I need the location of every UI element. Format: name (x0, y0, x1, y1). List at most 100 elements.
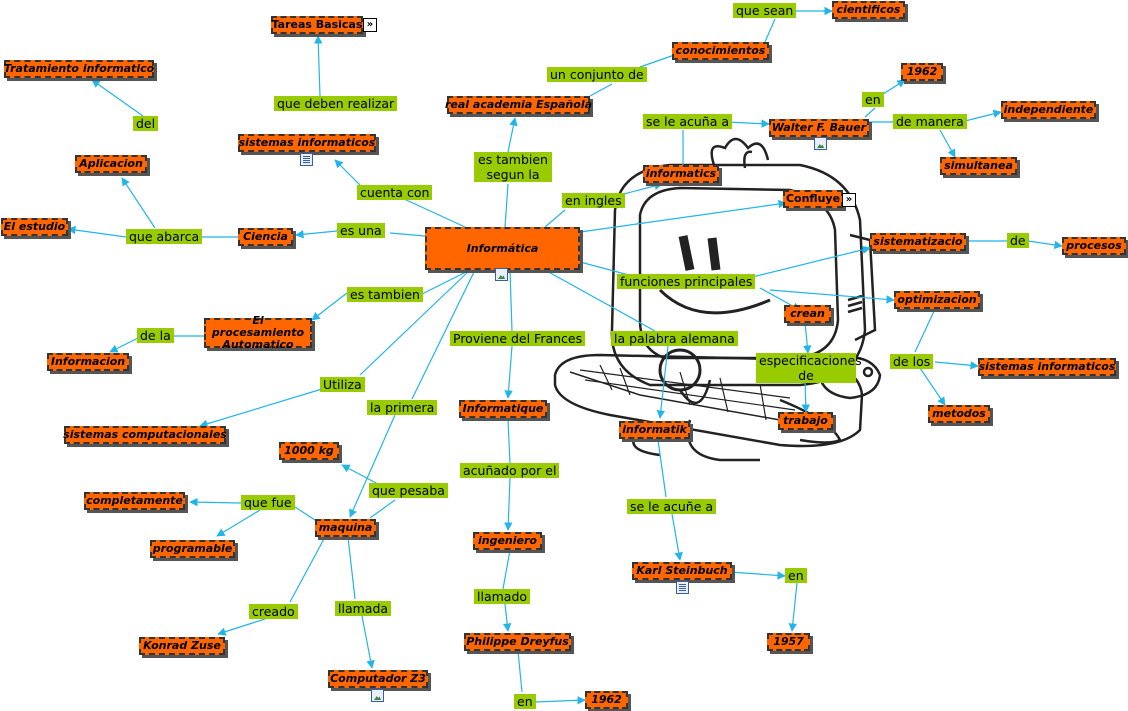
concept-procesos[interactable]: procesos (1062, 237, 1126, 255)
image-resource-icon[interactable] (814, 137, 827, 150)
concept-informatik[interactable]: informatik (619, 421, 690, 439)
phrase-de-los[interactable]: de los (890, 354, 934, 369)
concept-ingeniero[interactable]: ingeniero (473, 532, 542, 550)
phrase-que-deben-realizar[interactable]: que deben realizar (274, 96, 398, 111)
phrase-proviene-del-frances[interactable]: Proviene del Frances (450, 331, 586, 346)
concept-informatique[interactable]: Informatique (459, 400, 547, 418)
phrase-de-la[interactable]: de la (137, 328, 174, 343)
concept-programable[interactable]: programable (150, 540, 235, 558)
link-line (369, 499, 396, 519)
phrase-que-sean[interactable]: que sean (733, 3, 797, 18)
phrase-en-walter[interactable]: en (862, 92, 884, 107)
concept-conocimientos[interactable]: conocimientos (672, 42, 769, 60)
phrase-es-una[interactable]: es una (337, 223, 385, 238)
phrase-es-tambien-segun-la[interactable]: es tambien segun la (474, 152, 552, 182)
link-line (334, 159, 361, 186)
phrase-funciones-principales[interactable]: funciones principales (617, 274, 756, 289)
link-line (504, 183, 509, 228)
link-line (544, 269, 656, 332)
concept-1000kg[interactable]: 1000 kg (279, 442, 339, 460)
concept-el-estudio[interactable]: El estudio (1, 218, 68, 236)
concept-independiente[interactable]: independiente (1001, 101, 1096, 119)
link-line (579, 199, 787, 233)
concept-ciencia[interactable]: Ciencia (238, 228, 293, 246)
concept-optimizacion[interactable]: optimizacion (894, 291, 980, 309)
concept-metodos[interactable]: metodos (928, 405, 990, 423)
phrase-es-tambien[interactable]: es tambien (347, 287, 423, 302)
concept-simultanea[interactable]: simultanea (940, 157, 1017, 175)
concept-procesamiento-automatico[interactable]: El procesamiento Automatico (204, 315, 312, 351)
submap-expand-icon[interactable]: » (842, 193, 856, 207)
phrase-en-ingles[interactable]: en ingles (562, 193, 625, 208)
concept-tratamiento-informatico[interactable]: Tratamiento informatico (4, 60, 154, 78)
phrase-un-conjunto-de[interactable]: un conjunto de (547, 67, 647, 82)
concept-sistemas-computacionales[interactable]: sistemas computacionales (63, 426, 227, 444)
phrase-que-fue[interactable]: que fue (241, 495, 295, 510)
phrase-la-palabra-alemana[interactable]: la palabra alemana (611, 331, 738, 346)
image-resource-icon[interactable] (371, 689, 384, 702)
link-line (502, 549, 511, 590)
phrase-cuenta-con[interactable]: cuenta con (357, 185, 433, 200)
link-line (534, 696, 586, 705)
document-resource-icon[interactable] (676, 581, 689, 594)
link-line (589, 83, 613, 97)
phrase-se-le-acuna-a-top[interactable]: se le acuña a (643, 114, 732, 129)
image-resource-icon[interactable] (495, 268, 508, 281)
concept-cientificos[interactable]: cientificos (832, 1, 905, 19)
link-line (109, 336, 141, 353)
phrase-de-manera[interactable]: de manera (893, 114, 967, 129)
phrase-acunado-por-el[interactable]: acuñado por el (460, 463, 560, 478)
link-line (295, 230, 338, 239)
phrase-que-abarca[interactable]: que abarca (126, 229, 203, 244)
phrase-que-pesaba[interactable]: que pesaba (369, 483, 448, 498)
concept-karl-steinbuch[interactable]: Karl Steinbuch (632, 562, 732, 580)
link-line (939, 129, 956, 158)
concept-trabajo[interactable]: trabajo (778, 412, 833, 430)
concept-completamente[interactable]: completamente (84, 492, 185, 510)
link-line (216, 509, 261, 537)
concept-maquina[interactable]: maquina (315, 519, 376, 537)
concept-tareas-basicas[interactable]: Tareas Basicas (271, 16, 363, 34)
link-line (359, 269, 471, 376)
link-line (389, 232, 426, 237)
concept-real-academia[interactable]: real academia Española (445, 96, 592, 114)
phrase-la-primera[interactable]: la primera (367, 400, 438, 415)
link-line (189, 497, 242, 507)
concept-sistematizacio[interactable]: sistematizacio (870, 233, 966, 251)
concept-computador-z3[interactable]: Computador Z3 (328, 670, 428, 688)
phrase-en-karl[interactable]: en (785, 568, 807, 583)
concept-walter-bauer[interactable]: Walter F. Bauer (769, 119, 869, 137)
concept-1957[interactable]: 1957 (767, 633, 810, 651)
concept-1962-top[interactable]: 1962 (901, 63, 943, 81)
concept-konrad-zuse[interactable]: Konrad Zuse (139, 637, 225, 655)
concept-crean[interactable]: crean (784, 305, 831, 323)
phrase-del[interactable]: del (133, 116, 159, 131)
concept-informatics[interactable]: informatics (643, 165, 719, 183)
phrase-llamado[interactable]: llamado (474, 589, 531, 604)
concept-informatica[interactable]: Informática (425, 227, 580, 270)
concept-informacion[interactable]: Informacion (47, 353, 129, 371)
phrase-especificaciones-de[interactable]: especificaciones de (756, 353, 862, 383)
link-line (347, 536, 356, 600)
phrase-utiliza[interactable]: Utiliza (320, 377, 365, 392)
concept-aplicacion[interactable]: Aplicacion (75, 155, 147, 173)
submap-expand-icon[interactable]: » (363, 18, 377, 32)
link-line (964, 109, 1002, 122)
link-line (199, 388, 323, 428)
concept-confluye[interactable]: Confluye (783, 190, 843, 208)
document-resource-icon[interactable] (300, 153, 313, 166)
phrase-llamada[interactable]: llamada (335, 601, 392, 616)
concept-philippe-dreyfus[interactable]: Philippe Dreyfus (464, 633, 571, 651)
concept-1962-bottom[interactable]: 1962 (585, 691, 628, 709)
concept-sistemas-informaticos-right[interactable]: sistemas informaticos (978, 358, 1116, 376)
phrase-en-philippe[interactable]: en (514, 694, 536, 709)
concept-sistemas-informaticos-top[interactable]: sistemas informaticos (238, 134, 376, 152)
phrase-creado[interactable]: creado (249, 604, 298, 619)
link-line (507, 117, 518, 153)
link-line (769, 289, 895, 304)
phrase-de-procesos[interactable]: de (1007, 233, 1029, 248)
link-line (671, 513, 683, 561)
phrase-se-le-acune-a[interactable]: se le acuñe a (627, 499, 717, 514)
link-line (801, 379, 810, 413)
